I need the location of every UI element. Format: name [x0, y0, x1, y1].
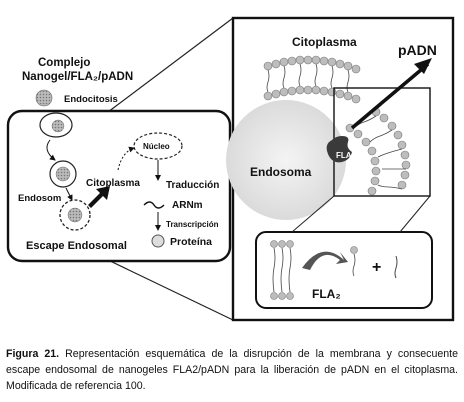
mrna-strand — [143, 201, 165, 209]
fla2-enzyme-label: FLA2 — [336, 151, 357, 160]
vesicle-nanogel — [51, 119, 65, 133]
endosome-label: Endosom — [18, 193, 61, 204]
arrow-endosome-to-escape — [65, 187, 73, 201]
figure-caption: Figura 21. Representación esquemática de… — [6, 346, 458, 394]
fla2-enzyme — [326, 136, 352, 163]
fla2-bottom-label: FLA₂ — [312, 287, 341, 301]
nanogel-particle — [35, 89, 53, 107]
endosoma-label: Endosoma — [250, 165, 312, 179]
inset-connector-left — [291, 195, 335, 233]
escape-endosomal-label: Escape Endosomal — [26, 240, 127, 252]
endosome-large — [226, 100, 346, 220]
bilayer-tails — [272, 247, 292, 293]
product-lipid-tail — [352, 253, 356, 277]
lipid-membrane — [263, 55, 411, 196]
endosomal-escape-diagram: Complejo Nanogel/FLA₂/pADN Endocitosis E… — [6, 16, 455, 322]
endosome-nanogel — [55, 166, 71, 182]
padn-arrowhead — [414, 58, 432, 74]
mrna-label: ARNm — [172, 200, 203, 211]
inset-connector-right — [399, 195, 431, 233]
zoom-line-bottom — [107, 259, 234, 321]
protein-icon — [151, 234, 165, 248]
arrow-vesicle-to-endosome — [46, 139, 56, 161]
escape-arrow — [88, 186, 110, 208]
translation-label: Traducción — [166, 180, 219, 191]
protein-label: Proteína — [170, 236, 212, 248]
product-fatty-acid — [394, 255, 398, 279]
transcription-label: Transcripción — [166, 220, 219, 229]
disrupted-endosome-nanogel — [67, 207, 83, 223]
caption-label: Figura 21. — [6, 348, 60, 360]
cytoplasm-left-label: Citoplasma — [86, 178, 140, 189]
padn-arrow — [350, 62, 430, 130]
bottom-inset — [255, 231, 433, 309]
cytoplasm-right-label: Citoplasma — [292, 35, 357, 49]
endocytosis-label: Endocitosis — [64, 94, 118, 105]
complex-label-line1: Complejo — [38, 57, 90, 69]
plus-sign: + — [372, 259, 381, 276]
nucleus-label: Núcleo — [143, 142, 170, 151]
padn-label: pADN — [398, 42, 437, 58]
bilayer-icon — [270, 240, 294, 300]
complex-label-line2: Nanogel/FLA₂/pADN — [22, 71, 133, 83]
product-lipid-head — [350, 246, 358, 254]
zoom-line-top — [107, 17, 234, 113]
nucleus — [133, 132, 183, 160]
caption-text: Representación esquemática de la disrupc… — [6, 348, 458, 392]
reaction-arrow — [302, 251, 348, 270]
